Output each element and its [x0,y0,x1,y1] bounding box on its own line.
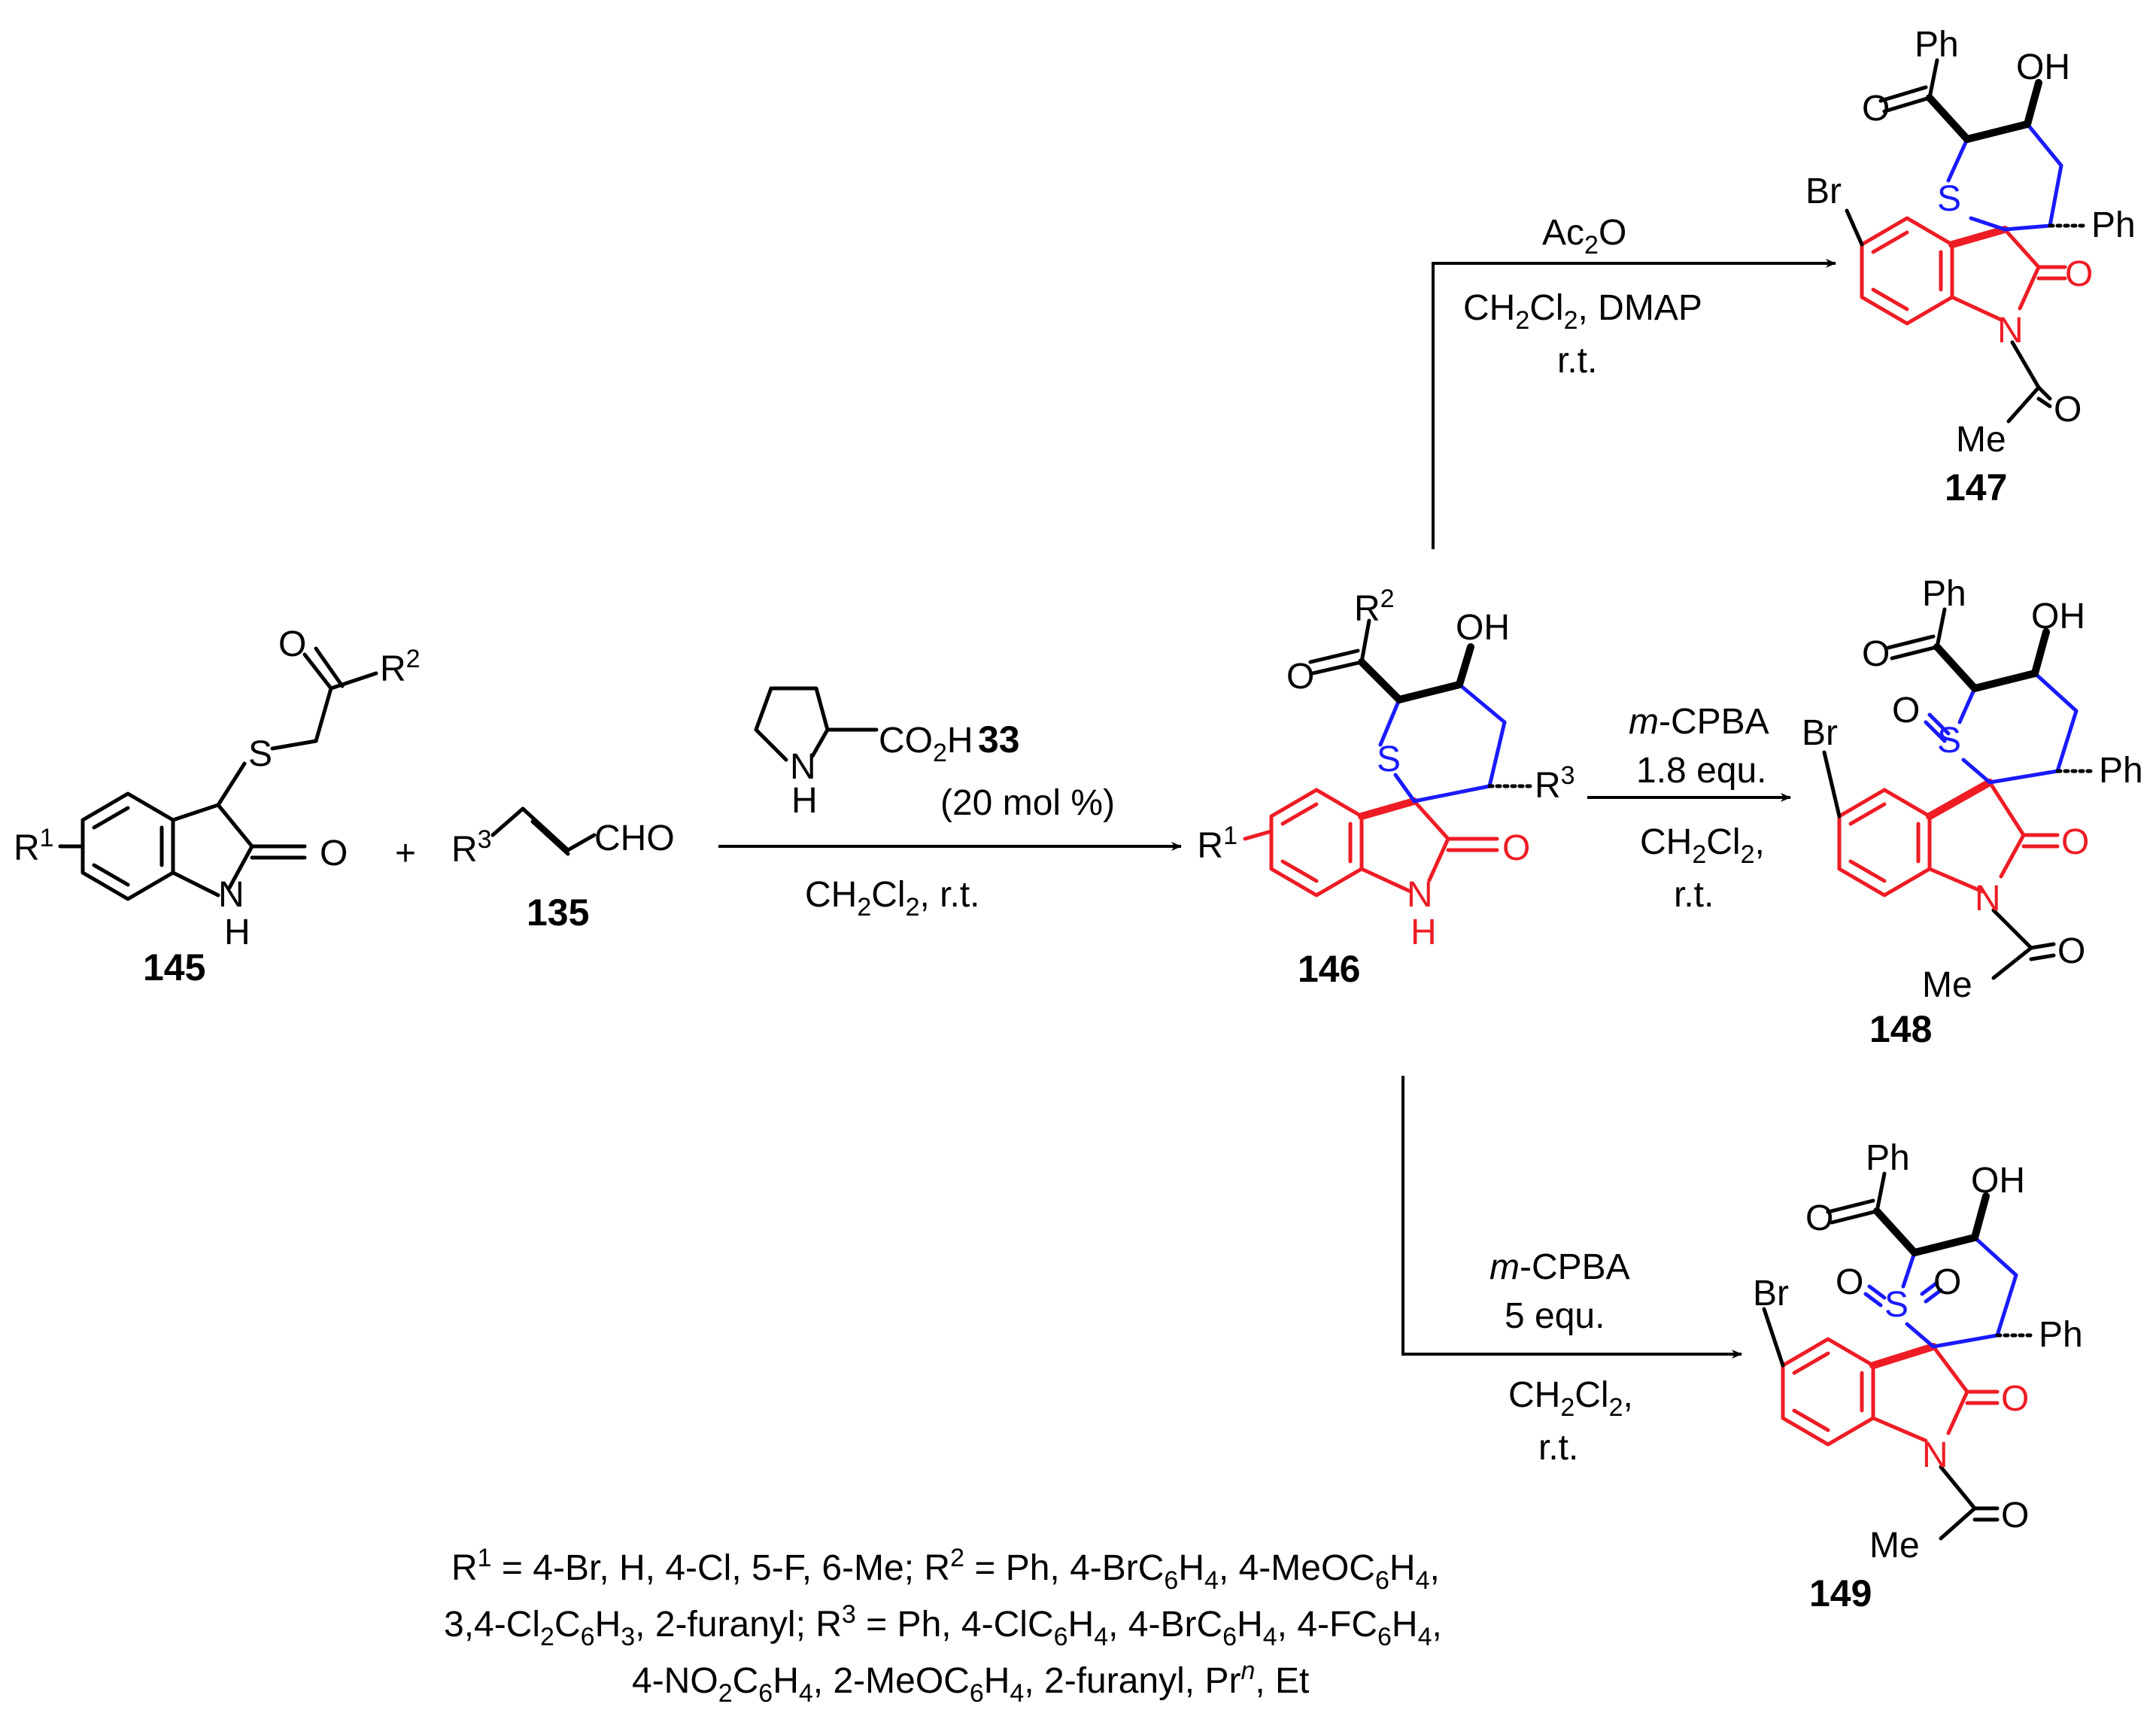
c146-r3: R3 [1535,761,1575,806]
c147-acetyl-o: O [2054,390,2082,430]
to149-equiv: 5 equ. [1505,1296,1605,1336]
c147-ph-top: Ph [1915,25,1959,65]
c148-sulfur: S [1937,721,1961,761]
c148-sulfoxide-o: O [1892,691,1920,730]
c147-n: N [1997,311,2024,351]
c148-ph-right: Ph [2099,751,2143,791]
to149-reagent: m-CPBA [1489,1247,1630,1287]
c149-acetyl-o: O [2001,1496,2029,1535]
to149-solvent: CH2Cl2, [1508,1375,1633,1422]
plus-sign: + [395,834,416,873]
c145-label: 145 [143,946,205,989]
to147-reagent: Ac2O [1542,213,1626,260]
c149-ph-right: Ph [2039,1315,2083,1355]
compound-135: R3 CHO 135 [451,806,675,934]
c135-r3: R3 [451,825,492,870]
substituent-line-3: 4-NO2C6H4, 2-MeOC6H4, 2-furanyl, Prn, Et [632,1657,1309,1708]
c148-ph-top: Ph [1922,574,1966,614]
c148-me: Me [1922,965,1972,1005]
to149-temp: r.t. [1538,1428,1578,1468]
c33-loading: (20 mol %) [940,783,1115,823]
c147-ph-right: Ph [2091,205,2136,245]
compound-145: R1 O S O R2 N H 145 [14,624,421,989]
c149-oh: OH [1971,1161,2025,1201]
c145-sulfur: S [248,734,272,774]
c148-n: N [1975,879,2001,919]
c33-carboxyl: CO2H [879,721,973,767]
c149-n: N [1922,1435,1948,1475]
c146-oh: OH [1456,608,1510,648]
c149-sulfur: S [1884,1285,1909,1325]
c149-sulfone-o-left: O [1836,1262,1863,1302]
c146-label: 146 [1298,948,1360,990]
c149-sulfone-o-right: O [1933,1262,1961,1302]
c149-me: Me [1869,1526,1920,1566]
c147-ketone-o: O [1862,89,1890,129]
main-arrow-conditions: CH2Cl2, r.t. [805,875,980,922]
c146-r2: R2 [1354,585,1395,629]
arrow-to-147 [1432,259,1836,549]
c33-nh-h: H [791,781,818,821]
c149-ketone-o: O [1805,1198,1833,1238]
c135-label: 135 [527,891,589,934]
c148-br: Br [1802,713,1838,753]
arrow-to-149 [1401,1076,1742,1359]
c148-label: 148 [1869,1008,1932,1050]
compound-146: R1 R2 O OH S R3 O N H 146 [1197,585,1574,990]
c145-r1: R1 [14,824,54,868]
c145-r2: R2 [380,645,421,689]
c149-label: 149 [1809,1572,1872,1614]
compound-149: Ph OH Br O O S O Ph O N O Me 149 [1753,1138,2083,1614]
c149-ph-top: Ph [1866,1138,1910,1178]
c146-r1: R1 [1197,822,1237,866]
c147-me: Me [1956,420,2006,460]
substituent-line-2: 3,4-Cl2C6H3, 2-furanyl; R3 = Ph, 4-ClC6H… [444,1600,1442,1651]
c135-cho: CHO [594,818,675,858]
catalyst-33: N H CO2H 33 (20 mol %) [754,686,1115,823]
c145-nh-n: N [218,875,244,915]
c33-label: 33 [978,718,1020,761]
c145-nh-h: H [224,913,251,952]
c148-acetyl-o: O [2057,931,2085,971]
c147-sulfur: S [1937,179,1961,219]
c146-ketone-o: O [1286,657,1314,697]
c147-lactam-o: O [2065,254,2093,294]
c146-lactam-o: O [1502,828,1530,868]
to147-solvent: CH2Cl2, DMAP [1463,288,1702,335]
c145-carbonyl-o: O [320,834,348,873]
substituent-line-1: R1 = 4-Br, H, 4-Cl, 5-F, 6-Me; R2 = Ph, … [451,1544,1440,1595]
c146-nh-h: H [1411,913,1437,952]
c148-ketone-o: O [1862,634,1890,674]
c149-br: Br [1753,1274,1789,1314]
c147-br: Br [1805,172,1842,211]
compound-148: Ph OH Br O O S Ph O N O Me 148 [1802,574,2143,1050]
to147-temp: r.t. [1557,341,1597,381]
c146-nh-n: N [1407,875,1433,915]
c147-label: 147 [1945,466,2007,509]
c148-lactam-o: O [2061,822,2089,862]
c149-lactam-o: O [2001,1379,2029,1419]
to148-solvent: CH2Cl2, [1640,822,1765,869]
c148-oh: OH [2031,597,2085,636]
c147-oh: OH [2016,47,2070,87]
c33-nh-n: N [790,747,816,787]
c146-sulfur: S [1377,740,1401,779]
to148-equiv: 1.8 equ. [1636,751,1766,791]
substituent-legend: R1 = 4-Br, H, 4-Cl, 5-F, 6-Me; R2 = Ph, … [444,1544,1442,1708]
compound-147: Ph OH Br O S Ph O N O Me 147 [1805,25,2136,509]
c145-ketone-o: O [278,624,306,664]
to148-temp: r.t. [1674,875,1714,915]
to148-reagent: m-CPBA [1629,702,1769,742]
